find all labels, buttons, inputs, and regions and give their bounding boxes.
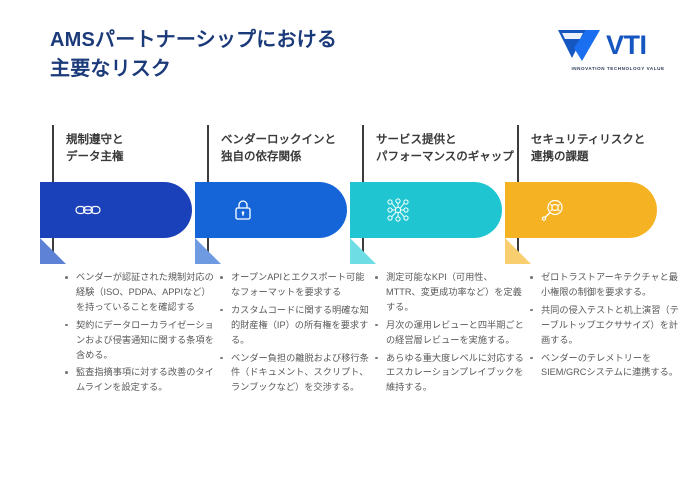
bullet-list: ゼロトラストアーキテクチャと最小権限の制御を要求する。 共同の侵入テストと机上演… [529,270,679,383]
column-heading: セキュリティリスクと 連携の課題 [531,134,646,164]
column-heading: ベンダーロックインと 独自の依存関係 [221,134,336,164]
ribbon-body [195,182,347,238]
vti-tagline: INNOVATION TECHNOLOGY VALUE [571,66,665,71]
vti-logo-mark-icon [556,28,604,62]
list-item: 月次の運用レビューと四半期ごとの経営層レビューを実施する。 [374,318,524,348]
ribbon-body [40,182,192,238]
ribbon-body [350,182,502,238]
list-item: ベンダー負担の離脱および移行条件（ドキュメント、スクリプト、ランブックなど）を交… [219,351,369,396]
list-item: オープンAPIとエクスポート可能なフォーマットを要求する [219,270,369,300]
ribbon-body [505,182,657,238]
risk-column-service-delivery: サービス提供と パフォーマンスのギャップ [350,120,524,490]
list-item: ベンダーが認証された規制対応の経験（ISO、PDPA、APPIなど）を持っている… [64,270,214,315]
magnifier-bug-icon [539,196,567,224]
lock-icon [229,196,257,224]
ribbon-tail [195,238,221,264]
bullet-list: 測定可能なKPI（可用性、MTTR、変更成功率など）を定義する。 月次の運用レビ… [374,270,524,398]
column-heading: 規制遵守と データ主権 [66,134,124,164]
risk-columns: 規制遵守と データ主権 ベンダーが認証された規制対応の経験（ISO、PDPA、A… [0,120,700,490]
risk-column-regulatory: 規制遵守と データ主権 ベンダーが認証された規制対応の経験（ISO、PDPA、A… [40,120,214,490]
column-ribbon [350,182,502,264]
ribbon-tail [350,238,376,264]
list-item: 測定可能なKPI（可用性、MTTR、変更成功率など）を定義する。 [374,270,524,315]
chain-link-icon [74,196,102,224]
list-item: ベンダーのテレメトリーをSIEM/GRCシステムに連携する。 [529,351,679,381]
ribbon-tail [40,238,66,264]
vti-logo: VTI INNOVATION TECHNOLOGY VALUE [556,28,678,78]
list-item: 監査指摘事項に対する改善のタイムラインを設定する。 [64,365,214,395]
list-item: あらゆる重大度レベルに対応するエスカレーションプレイブックを維持する。 [374,351,524,396]
risk-column-vendor-lockin: ベンダーロックインと 独自の依存関係 オープンAPIとエクスポート可能なフォーマ… [195,120,369,490]
column-heading: サービス提供と パフォーマンスのギャップ [376,134,514,164]
ribbon-tail [505,238,531,264]
list-item: ゼロトラストアーキテクチャと最小権限の制御を要求する。 [529,270,679,300]
slide-header: AMSパートナーシップにおける 主要なリスク VTI INNOVATION TE… [0,0,700,100]
bullet-list: オープンAPIとエクスポート可能なフォーマットを要求する カスタムコードに関する… [219,270,369,398]
vti-wordmark: VTI [606,30,647,60]
column-ribbon [505,182,657,264]
bullet-list: ベンダーが認証された規制対応の経験（ISO、PDPA、APPIなど）を持っている… [64,270,214,398]
column-ribbon [195,182,347,264]
column-ribbon [40,182,192,264]
risk-column-security: セキュリティリスクと 連携の課題 ゼロトラストアーキテクチャと最小権限の制御を要… [505,120,679,490]
list-item: カスタムコードに関する明確な知的財産権（IP）の所有権を要求する。 [219,303,369,348]
network-nodes-icon [384,196,412,224]
page-title: AMSパートナーシップにおける 主要なリスク [50,29,338,80]
list-item: 契約にデータローカライゼーションおよび侵害通知に関する条項を含める。 [64,318,214,363]
list-item: 共同の侵入テストと机上演習（テーブルトップエクササイズ）を計画する。 [529,303,679,348]
